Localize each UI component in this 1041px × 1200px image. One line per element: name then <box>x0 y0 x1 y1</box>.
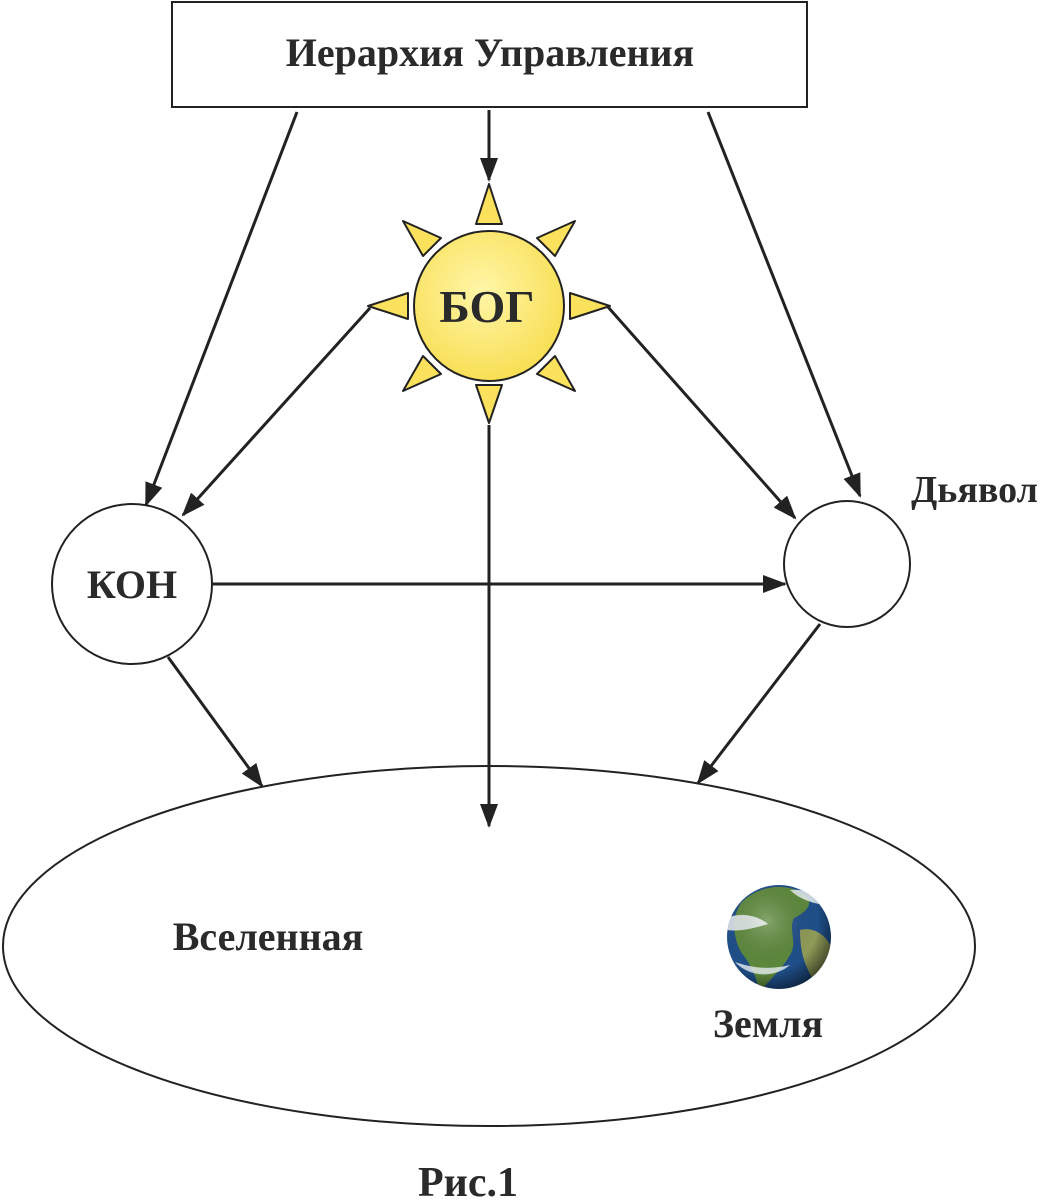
diagram-title: Иерархия Управления <box>286 30 694 75</box>
arrow-devil-to-universe <box>696 623 822 785</box>
figure-caption: Рис.1 <box>418 1160 518 1200</box>
arrow-title-to-kon <box>144 111 299 507</box>
kon-circle <box>51 503 213 665</box>
kon-label: КОН <box>87 562 177 607</box>
universe-label: Вселенная <box>173 914 364 959</box>
god-label: БОГ <box>439 281 534 332</box>
arrow-god-to-devil <box>606 306 797 520</box>
title-box <box>171 1 808 108</box>
arrow-title-to-devil <box>706 111 862 498</box>
sun-rays <box>367 183 611 424</box>
arrow-kon-to-universe <box>166 656 264 788</box>
earth-label: Земля <box>713 1001 823 1046</box>
connector-arrows <box>144 110 862 828</box>
god-circle <box>413 230 565 382</box>
devil-label: Дьявол <box>911 469 1038 511</box>
devil-circle <box>783 500 911 628</box>
sun-icon <box>367 183 611 424</box>
arrow-god-to-kon <box>181 306 372 517</box>
